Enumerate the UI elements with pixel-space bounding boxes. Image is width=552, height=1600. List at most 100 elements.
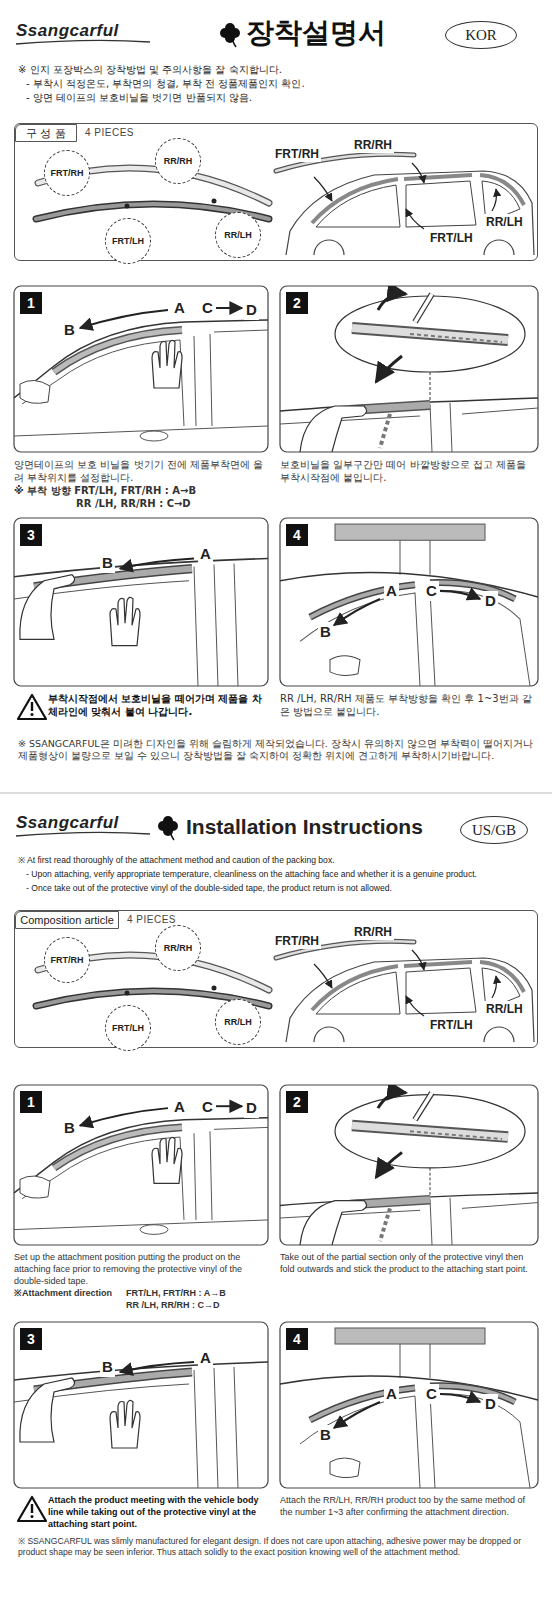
node-text: FRT/LH: [112, 236, 144, 246]
brand-logo: Ssangcarful: [16, 20, 119, 42]
step-caption: RR /LH, RR/RH 제품도 부착방향을 확인 후 1~3번과 같은 방법…: [280, 692, 538, 718]
step-number: 3: [20, 1328, 42, 1350]
step-caption: Set up the attachment position putting t…: [14, 1251, 268, 1311]
direction-letter: D: [483, 1394, 498, 1414]
panel-tab: Composition article: [15, 911, 119, 929]
note-line: ※ 인지 포장박스의 장착방법 및 주의사항을 잘 숙지합니다.: [18, 63, 282, 76]
heading: 장착설명서: [246, 14, 386, 52]
part-label: FRT/RH: [273, 146, 321, 162]
heading: Installation Instructions: [186, 813, 423, 840]
direction-letter: B: [318, 1425, 333, 1445]
step-number: 4: [286, 524, 308, 546]
part-label: RR/RH: [352, 924, 394, 940]
direction-note: RR /LH, RR/RH : C→D: [126, 1299, 268, 1311]
step-number-text: 3: [27, 527, 35, 543]
step-number-text: 1: [27, 295, 35, 311]
part-callout-circle: FRT/LH: [105, 218, 151, 264]
direction-note: FRT/LH, FRT/RH : A→B: [126, 1287, 226, 1299]
panel-tab: 구 성 품: [15, 124, 77, 142]
step-caption-text: 보호비닐을 일부구간만 떼어 바깥방향으로 접고 제품을 부착시작점에 붙입니다…: [280, 458, 538, 484]
node-text: FRT/RH: [51, 955, 84, 965]
step-caption: 양면테이프의 보호 비닐을 벗기기 전에 제품부착면에 올려 부착위치를 설정합…: [14, 458, 268, 510]
step-number: 2: [286, 292, 308, 314]
node-text: 구 성 품: [26, 126, 66, 141]
part-label: FRT/LH: [428, 1017, 475, 1033]
node-text: RR/RH: [164, 943, 193, 953]
language-badge: US/GB: [460, 816, 528, 844]
direction-note: RR /LH, RR/RH : C→D: [76, 497, 268, 510]
step-caption: 부착시작점에서 보호비닐을 떼어가며 제품을 차체라인에 맞춰서 붙여 나갑니다…: [48, 692, 268, 718]
direction-letter: A: [172, 298, 187, 318]
step-number: 3: [20, 524, 42, 546]
step-panel: 보호비닐을 일부구간만 떼어 바깥방향으로 접고 제품을 부착시작점에 붙입니다…: [280, 286, 538, 484]
part-callout-circle: RR/LH: [215, 999, 261, 1045]
note-line: ※ At first read thoroughly of the attach…: [18, 855, 335, 866]
step-caption-text: Set up the attachment position putting t…: [14, 1251, 268, 1287]
direction-letter: D: [244, 1098, 259, 1118]
direction-letter: C: [424, 581, 439, 601]
part-label: RR/LH: [484, 1001, 525, 1017]
step-panel: 부착시작점에서 보호비닐을 떼어가며 제품을 차체라인에 맞춰서 붙여 나갑니다…: [14, 518, 268, 718]
step-caption: 보호비닐을 일부구간만 떼어 바깥방향으로 접고 제품을 부착시작점에 붙입니다…: [280, 458, 538, 484]
node-text: 4 PIECES: [85, 127, 134, 138]
note-line: - Upon attaching, verify appropriate tem…: [26, 869, 477, 880]
node-text: RR/RH: [164, 156, 193, 166]
node-text: FRT/LH: [112, 1023, 144, 1033]
step-panel: Attach the RR/LH, RR/RH product too by t…: [280, 1322, 538, 1518]
direction-letter: A: [172, 1097, 187, 1117]
step-number: 1: [20, 1091, 42, 1113]
direction-letter: A: [384, 1384, 399, 1404]
step-caption-text: RR /LH, RR/RH 제품도 부착방향을 확인 후 1~3번과 같은 방법…: [280, 692, 538, 718]
direction-letter: C: [424, 1384, 439, 1404]
direction-letter: A: [384, 581, 399, 601]
step-number-text: 1: [27, 1094, 35, 1110]
step-number-text: 4: [293, 1331, 301, 1347]
direction-letter: D: [483, 591, 498, 611]
node-text: US/GB: [472, 822, 516, 839]
part-callout-circle: FRT/RH: [44, 150, 90, 196]
direction-letter: D: [244, 300, 259, 320]
step-caption: Take out of the partial section only of …: [280, 1251, 538, 1275]
node-text: 4 PIECES: [127, 914, 176, 925]
node-text: RR/LH: [224, 230, 252, 240]
step-panel: Set up the attachment position putting t…: [14, 1085, 268, 1311]
footnote: ※ SSANGCARFUL was slimly manufactured fo…: [18, 1536, 534, 1558]
step-number: 4: [286, 1328, 308, 1350]
note-line: - 부착시 적정온도, 부착면의 청결, 부착 전 정품제품인지 확인.: [26, 77, 305, 90]
part-callout-circle: FRT/RH: [44, 937, 90, 983]
direction-note: ※Attachment direction: [14, 1287, 126, 1299]
direction-letter: B: [100, 1357, 115, 1377]
step-caption-text: Attach the RR/LH, RR/RH product too by t…: [280, 1494, 538, 1518]
step-panel: 양면테이프의 보호 비닐을 벗기기 전에 제품부착면에 올려 부착위치를 설정합…: [14, 286, 268, 510]
part-callout-circle: RR/RH: [155, 925, 201, 971]
note-line: - Once take out of the protective vinyl …: [26, 883, 392, 894]
step-panel: Attach the product meeting with the vehi…: [14, 1322, 268, 1530]
step-caption: Attach the RR/LH, RR/RH product too by t…: [280, 1494, 538, 1518]
part-label: FRT/LH: [428, 230, 475, 246]
step-number-text: 3: [27, 1331, 35, 1347]
direction-letter: B: [62, 1118, 77, 1138]
step-number-text: 2: [293, 295, 301, 311]
part-callout-circle: RR/LH: [215, 212, 261, 258]
node-text: FRT/RH: [51, 168, 84, 178]
node-text: RR/LH: [224, 1017, 252, 1027]
part-label: RR/RH: [352, 137, 394, 153]
part-label: RR/LH: [484, 214, 525, 230]
direction-letter: A: [198, 1348, 213, 1368]
step-number-text: 4: [293, 527, 301, 543]
direction-letter: B: [100, 553, 115, 573]
node-text: KOR: [465, 27, 497, 44]
step-caption-text: Take out of the partial section only of …: [280, 1251, 538, 1275]
node-text: Composition article: [20, 914, 114, 926]
direction-letter: C: [200, 1097, 215, 1117]
direction-letter: B: [318, 622, 333, 642]
step-caption-text: 부착시작점에서 보호비닐을 떼어가며 제품을 차체라인에 맞춰서 붙여 나갑니다…: [48, 692, 268, 718]
note-line: - 양면 테이프의 보호비닐을 벗기면 반품되지 않음.: [26, 91, 252, 104]
step-caption-text: 양면테이프의 보호 비닐을 벗기기 전에 제품부착면에 올려 부착위치를 설정합…: [14, 458, 268, 484]
step-caption: Attach the product meeting with the vehi…: [48, 1494, 268, 1530]
step-number: 2: [286, 1091, 308, 1113]
direction-letter: A: [198, 544, 213, 564]
footnote: ※ SSANGCARFUL은 미려한 디자인을 위해 슬림하게 제작되었습니다.…: [18, 738, 534, 762]
direction-letter: C: [200, 298, 215, 318]
